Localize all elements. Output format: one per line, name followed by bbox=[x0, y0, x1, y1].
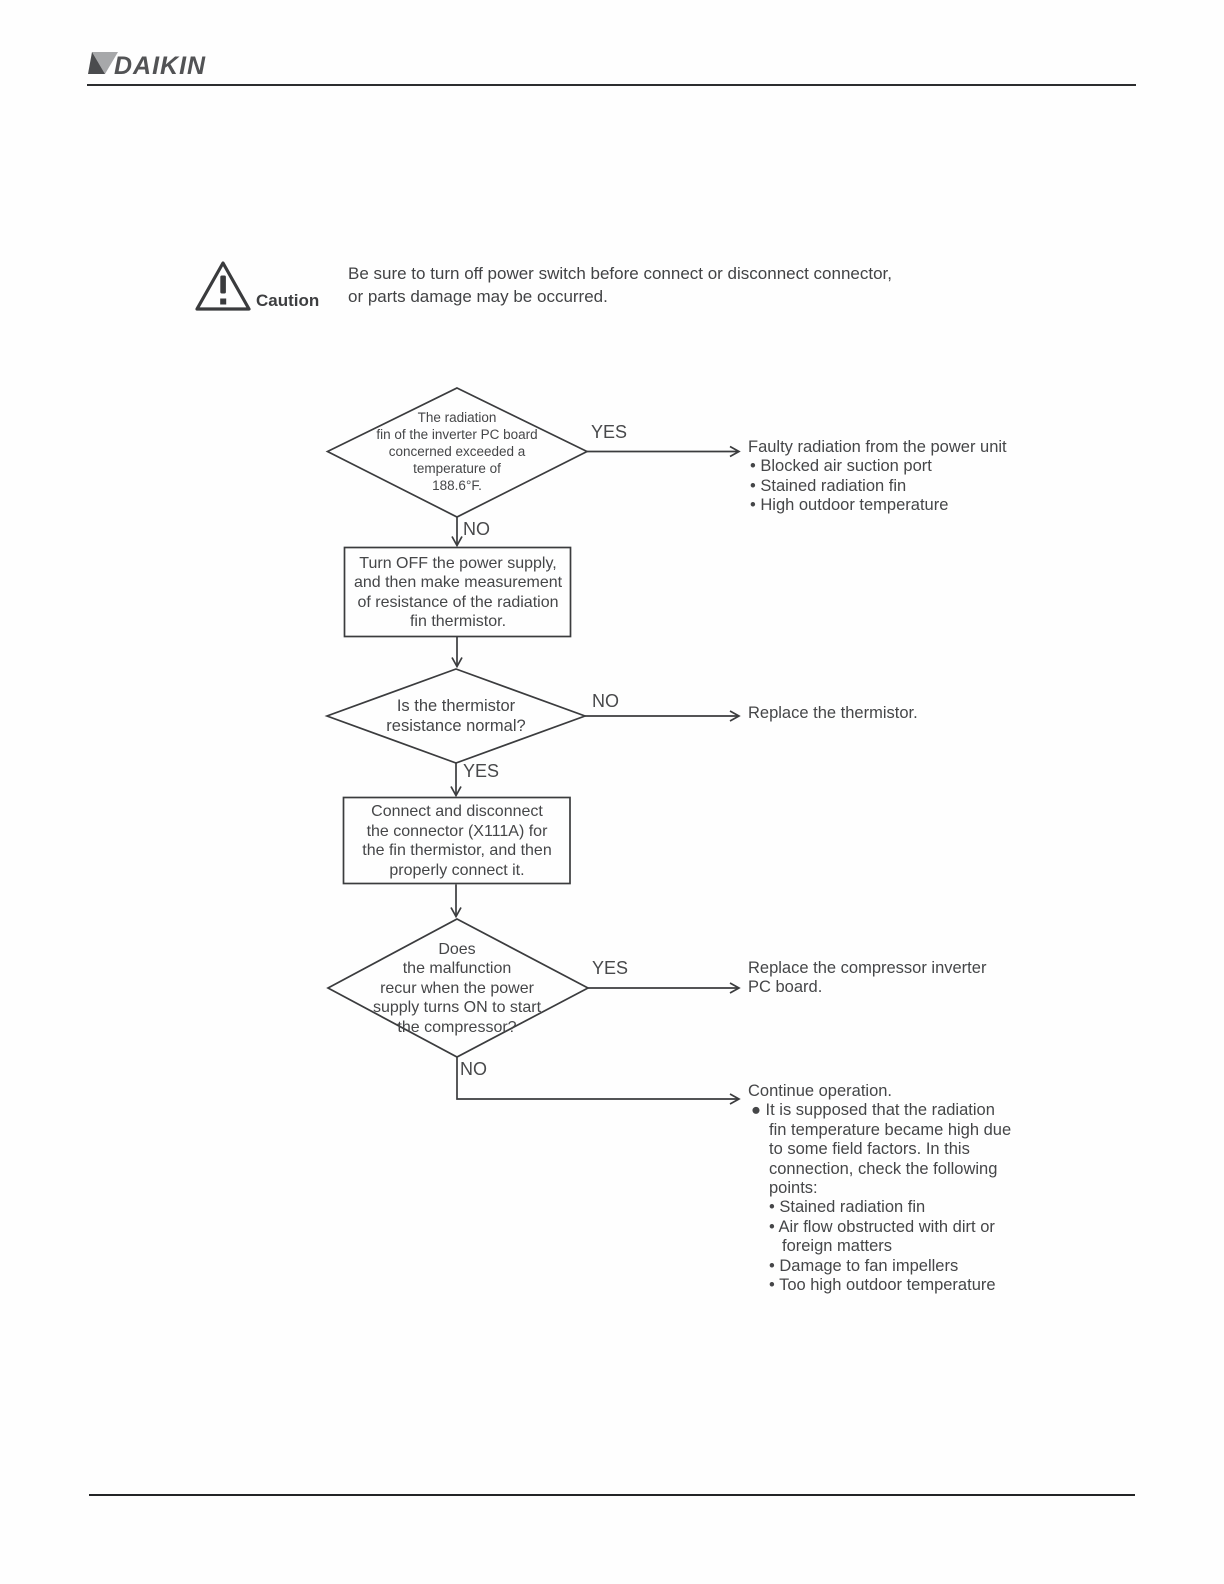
outcome-replace-pc-board: Replace the compressor inverter PC board… bbox=[748, 959, 986, 998]
header-rule bbox=[87, 84, 1136, 86]
outcome-line: points: bbox=[769, 1179, 818, 1198]
process2-text: Connect and disconnect the connector (X1… bbox=[362, 803, 552, 879]
outcome-line: PC board. bbox=[748, 978, 823, 997]
label-no3: NO bbox=[460, 1059, 487, 1079]
brand-wordmark: DAIKIN bbox=[114, 52, 207, 80]
outcome-line: • Too high outdoor temperature bbox=[769, 1276, 996, 1295]
decision1-text: The radiation fin of the inverter PC boa… bbox=[376, 410, 538, 493]
outcome-line: • Damage to fan impellers bbox=[769, 1256, 959, 1275]
caution-warning-icon bbox=[195, 261, 251, 311]
label-no2: NO bbox=[592, 691, 619, 711]
outcome-replace-thermistor: Replace the thermistor. bbox=[748, 704, 918, 723]
decision2-text: Is the thermistor resistance normal? bbox=[386, 697, 526, 735]
outcome-line: Faulty radiation from the power unit bbox=[748, 438, 1007, 456]
outcome-line: • Stained radiation fin bbox=[769, 1198, 926, 1217]
footer-rule bbox=[89, 1494, 1135, 1496]
outcome-line: Continue operation. bbox=[748, 1082, 893, 1100]
outcome-faulty-radiation: Faulty radiation from the power unit • B… bbox=[748, 438, 1007, 516]
daikin-flag-icon bbox=[88, 52, 118, 74]
process2-box bbox=[342, 796, 571, 885]
outcome-line: ● It is supposed that the radiation bbox=[751, 1101, 995, 1120]
decision3-text: Does the malfunction recur when the powe… bbox=[372, 941, 542, 1036]
caution-label: Caution bbox=[256, 291, 320, 310]
outcome-line: Replace the compressor inverter bbox=[748, 959, 987, 977]
outcome-line: • Stained radiation fin bbox=[750, 476, 907, 495]
outcome-line: • Blocked air suction port bbox=[750, 457, 932, 476]
process1-text: Turn OFF the power supply, and then make… bbox=[353, 554, 563, 631]
outcome-line: • Air flow obstructed with dirt or bbox=[769, 1217, 995, 1236]
label-no1: NO bbox=[463, 519, 490, 539]
outcome-continue-operation: Continue operation. ● It is supposed tha… bbox=[748, 1082, 1011, 1295]
outcome-line: • High outdoor temperature bbox=[750, 496, 949, 515]
outcome-line: connection, check the following bbox=[769, 1159, 998, 1178]
outcome-line: foreign matters bbox=[782, 1237, 893, 1256]
outcome-line: to some field factors. In this bbox=[769, 1140, 970, 1159]
connector-no3-elbow bbox=[456, 1057, 741, 1105]
outcome-line: fin temperature became high due bbox=[769, 1120, 1012, 1139]
caution-text: Be sure to turn off power switch before … bbox=[348, 264, 892, 307]
label-yes3: YES bbox=[592, 958, 629, 978]
outcome-line: Replace the thermistor. bbox=[748, 704, 918, 722]
process1-box bbox=[343, 546, 572, 638]
label-yes2: YES bbox=[463, 761, 500, 781]
label-yes1: YES bbox=[591, 422, 628, 442]
